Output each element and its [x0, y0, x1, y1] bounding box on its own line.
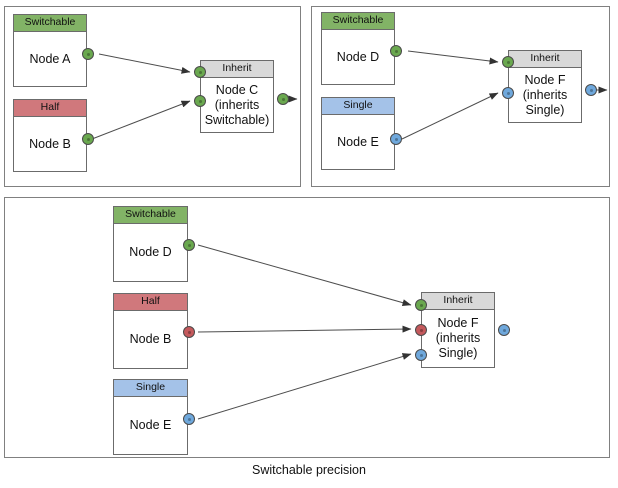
port-node-c-in-2[interactable] — [194, 95, 206, 107]
port-node-b-out[interactable] — [82, 133, 94, 145]
node-e[interactable]: Single Node E — [321, 97, 395, 170]
node-b-body: Node B — [14, 117, 86, 171]
node-a[interactable]: Switchable Node A — [13, 14, 87, 87]
node-f2-header: Inherit — [422, 293, 494, 310]
node-a-label: Node A — [29, 51, 71, 66]
node-f-header: Inherit — [509, 51, 581, 68]
port-node-f-in-2[interactable] — [502, 87, 514, 99]
node-a-header: Switchable — [14, 15, 86, 32]
node-e-header: Single — [322, 98, 394, 115]
node-d2-body: Node D — [114, 224, 187, 281]
port-node-e-out[interactable] — [390, 133, 402, 145]
node-f2[interactable]: Inherit Node F (inherits Single) — [421, 292, 495, 368]
node-f[interactable]: Inherit Node F (inherits Single) — [508, 50, 582, 123]
node-b2-header: Half — [114, 294, 187, 311]
port-node-f-out[interactable] — [585, 84, 597, 96]
node-f2-label-1: Node F — [437, 316, 479, 330]
port-node-e2-out[interactable] — [183, 413, 195, 425]
node-d-label: Node D — [336, 49, 380, 64]
node-e-label: Node E — [337, 134, 379, 149]
node-f2-label-2: (inherits — [435, 331, 481, 345]
node-f-label-2: (inherits — [522, 87, 568, 102]
node-c-label-1: Node C — [215, 82, 259, 97]
node-c-label-2: (inherits — [214, 97, 260, 112]
node-c-label-3: Switchable) — [204, 112, 270, 127]
port-node-f2-in-1[interactable] — [415, 299, 427, 311]
port-node-d-out[interactable] — [390, 45, 402, 57]
node-e2-body: Node E — [114, 397, 187, 454]
panel-bottom — [4, 197, 610, 458]
node-d2[interactable]: Switchable Node D — [113, 206, 188, 282]
port-node-c-in-1[interactable] — [194, 66, 206, 78]
node-d-header: Switchable — [322, 13, 394, 30]
node-f2-label-3: Single) — [438, 346, 478, 360]
node-e2[interactable]: Single Node E — [113, 379, 188, 455]
node-c-header: Inherit — [201, 61, 273, 78]
node-b2[interactable]: Half Node B — [113, 293, 188, 369]
node-e2-label: Node E — [129, 418, 172, 432]
node-b2-body: Node B — [114, 311, 187, 368]
node-d2-header: Switchable — [114, 207, 187, 224]
node-b[interactable]: Half Node B — [13, 99, 87, 172]
node-d[interactable]: Switchable Node D — [321, 12, 395, 85]
port-node-f2-in-3[interactable] — [415, 349, 427, 361]
port-node-f2-out[interactable] — [498, 324, 510, 336]
node-e2-header: Single — [114, 380, 187, 397]
port-node-c-out[interactable] — [277, 93, 289, 105]
node-d2-label: Node D — [129, 245, 172, 259]
node-b2-label: Node B — [129, 332, 172, 346]
port-node-f-in-1[interactable] — [502, 56, 514, 68]
node-a-body: Node A — [14, 32, 86, 86]
node-d-body: Node D — [322, 30, 394, 84]
node-c[interactable]: Inherit Node C (inherits Switchable) — [200, 60, 274, 133]
port-node-d2-out[interactable] — [183, 239, 195, 251]
port-node-f2-in-2[interactable] — [415, 324, 427, 336]
node-f2-body: Node F (inherits Single) — [422, 310, 494, 367]
node-c-body: Node C (inherits Switchable) — [201, 78, 273, 132]
node-f-label-1: Node F — [524, 72, 566, 87]
node-b-header: Half — [14, 100, 86, 117]
node-b-label: Node B — [29, 136, 71, 151]
port-node-b2-out[interactable] — [183, 326, 195, 338]
diagram-caption: Switchable precision — [252, 463, 366, 477]
node-f-label-3: Single) — [525, 102, 565, 117]
node-e-body: Node E — [322, 115, 394, 169]
node-f-body: Node F (inherits Single) — [509, 68, 581, 122]
port-node-a-out[interactable] — [82, 48, 94, 60]
